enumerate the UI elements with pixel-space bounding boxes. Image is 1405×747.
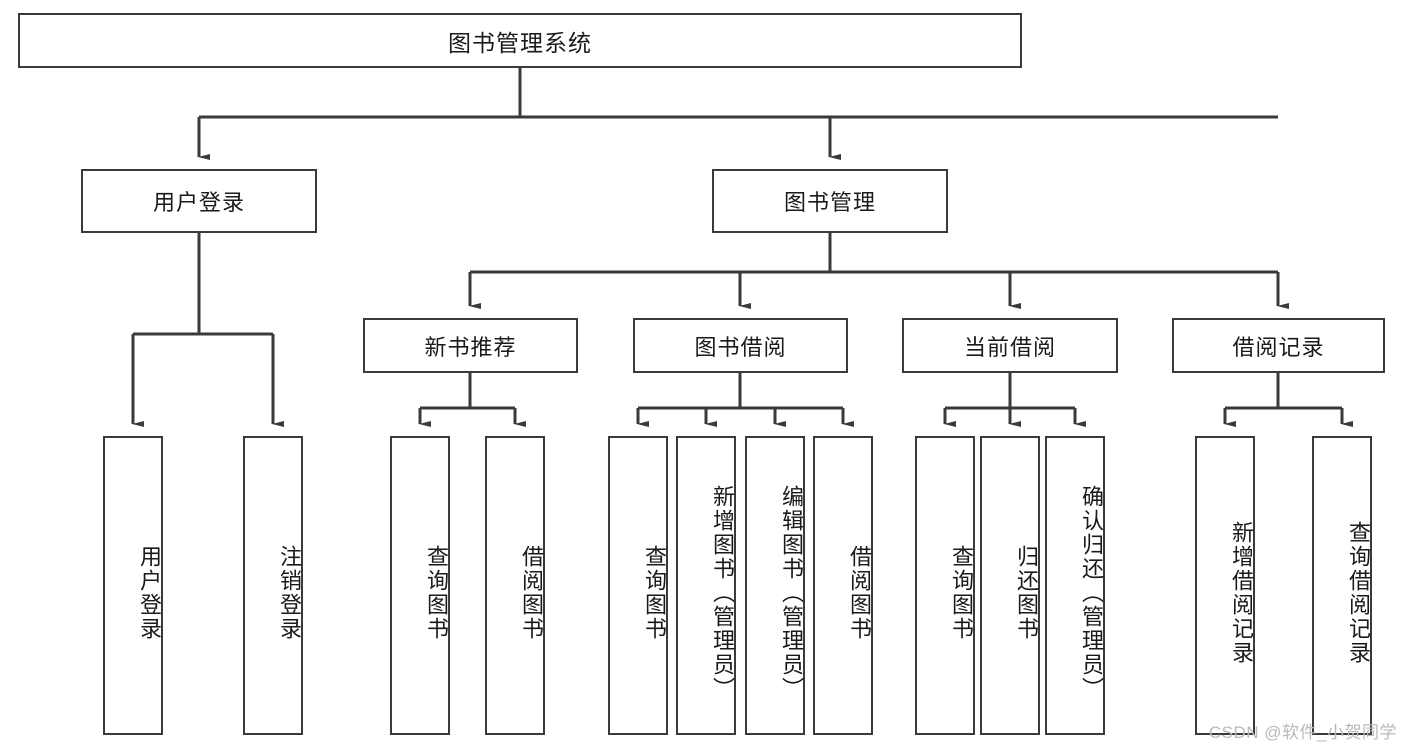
leaf-borrow-book[interactable]: 借阅图书 <box>813 436 873 735</box>
node-new-book-recommend[interactable]: 新书推荐 <box>363 318 578 373</box>
node-label: 查询图书 <box>949 544 974 641</box>
leaf-logout[interactable]: 注销登录 <box>243 436 303 735</box>
node-user-login[interactable]: 用户登录 <box>81 169 317 233</box>
node-root-system[interactable]: 图书管理系统 <box>18 13 1022 68</box>
leaf-edit-book-admin[interactable]: 编辑图书（管理员） <box>745 436 805 735</box>
leaf-user-login[interactable]: 用户登录 <box>103 436 163 735</box>
node-book-borrow[interactable]: 图书借阅 <box>633 318 848 373</box>
node-label: 查询图书 <box>642 544 667 641</box>
node-label: 借阅记录 <box>1232 334 1325 360</box>
node-label: 注销登录 <box>277 544 302 641</box>
node-label: 编辑图书（管理员） <box>779 484 804 701</box>
leaf-query-book-current[interactable]: 查询图书 <box>915 436 975 735</box>
leaf-add-borrow-record[interactable]: 新增借阅记录 <box>1195 436 1255 735</box>
node-label: 查询图书 <box>424 544 449 641</box>
node-label: 归还图书 <box>1014 544 1039 641</box>
node-label: 新增借阅记录 <box>1229 520 1254 665</box>
leaf-query-book-borrow[interactable]: 查询图书 <box>608 436 668 735</box>
node-label: 用户登录 <box>137 544 162 641</box>
node-label: 当前借阅 <box>963 334 1056 360</box>
node-label: 图书借阅 <box>694 334 787 360</box>
node-label: 确认归还（管理员） <box>1079 484 1104 701</box>
node-label: 借阅图书 <box>847 544 872 641</box>
leaf-borrow-book-recommend[interactable]: 借阅图书 <box>485 436 545 735</box>
leaf-query-borrow-record[interactable]: 查询借阅记录 <box>1312 436 1372 735</box>
node-label: 图书管理系统 <box>448 29 592 56</box>
node-label: 新增图书（管理员） <box>710 484 735 701</box>
node-label: 用户登录 <box>152 190 245 215</box>
node-label: 新书推荐 <box>424 334 517 360</box>
node-label: 图书管理 <box>783 190 876 215</box>
watermark: CSDN @软件_小贺同学 <box>1208 723 1397 742</box>
leaf-query-book-recommend[interactable]: 查询图书 <box>390 436 450 735</box>
node-borrow-record[interactable]: 借阅记录 <box>1172 318 1385 373</box>
leaf-add-book-admin[interactable]: 新增图书（管理员） <box>676 436 736 735</box>
node-current-borrow[interactable]: 当前借阅 <box>902 318 1118 373</box>
node-label: 查询借阅记录 <box>1346 520 1371 665</box>
node-label: 借阅图书 <box>519 544 544 641</box>
leaf-return-book[interactable]: 归还图书 <box>980 436 1040 735</box>
leaf-confirm-return-admin[interactable]: 确认归还（管理员） <box>1045 436 1105 735</box>
node-book-management[interactable]: 图书管理 <box>712 169 948 233</box>
